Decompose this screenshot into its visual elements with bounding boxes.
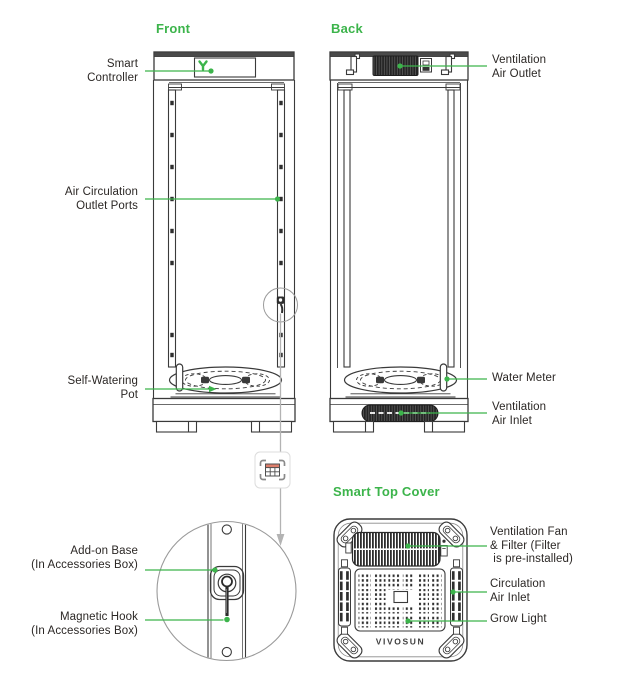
brand-wordmark: VIVOSUN [376, 637, 425, 647]
detail-circle-illustration [156, 520, 297, 662]
down-arrow-icon [276, 534, 285, 546]
front-cabinet-illustration [152, 51, 296, 433]
vivosun-y-logo-icon [198, 60, 208, 71]
circulation-air-inlet-left [338, 559, 351, 635]
side-tab [345, 542, 352, 554]
label-grow-light: Grow Light [490, 613, 547, 625]
self-watering-pot [168, 366, 283, 398]
label-ventilation-fan-filter: Ventilation Fan & Filter (Filter is pre-… [490, 526, 573, 565]
water-meter-tube-front [175, 363, 184, 392]
smart-top-cover-illustration: VIVOSUN [333, 518, 468, 662]
circulation-air-inlet-right [450, 559, 463, 635]
callout-arrowhead [209, 385, 217, 393]
label-circulation-air-inlet: Circulation Air Inlet [490, 578, 546, 604]
label-ventilation-air-inlet: Ventilation Air Inlet [492, 401, 547, 427]
back-cabinet-illustration [329, 51, 469, 433]
label-magnetic-hook: Magnetic Hook (In Accessories Box) [31, 611, 138, 637]
label-ventilation-air-outlet: Ventilation Air Outlet [492, 54, 547, 80]
detail-marker-icon[interactable] [254, 451, 291, 489]
screw-hole-bottom [221, 646, 232, 658]
front-heading: Front [156, 21, 191, 36]
air-circulation-outlet-ports [170, 100, 283, 358]
back-heading: Back [331, 21, 363, 36]
screw-hole-top [221, 524, 232, 535]
smart-top-cover-heading: Smart Top Cover [333, 484, 440, 499]
label-self-watering-pot: Self-Watering Pot [67, 375, 138, 401]
grow-light-panel [354, 568, 446, 632]
callout-lines [145, 63, 487, 624]
label-water-meter: Water Meter [492, 372, 556, 384]
table-glyph-icon [265, 463, 280, 477]
scan-brackets-icon [259, 459, 286, 481]
magnetic-hook-detail-glyph [221, 575, 233, 623]
label-add-on-base: Add-on Base (In Accessories Box) [31, 545, 138, 571]
label-smart-controller: Smart Controller [87, 58, 138, 84]
label-air-circulation-outlet-ports: Air Circulation Outlet Ports [64, 186, 138, 212]
connector-port-icon [440, 545, 448, 557]
